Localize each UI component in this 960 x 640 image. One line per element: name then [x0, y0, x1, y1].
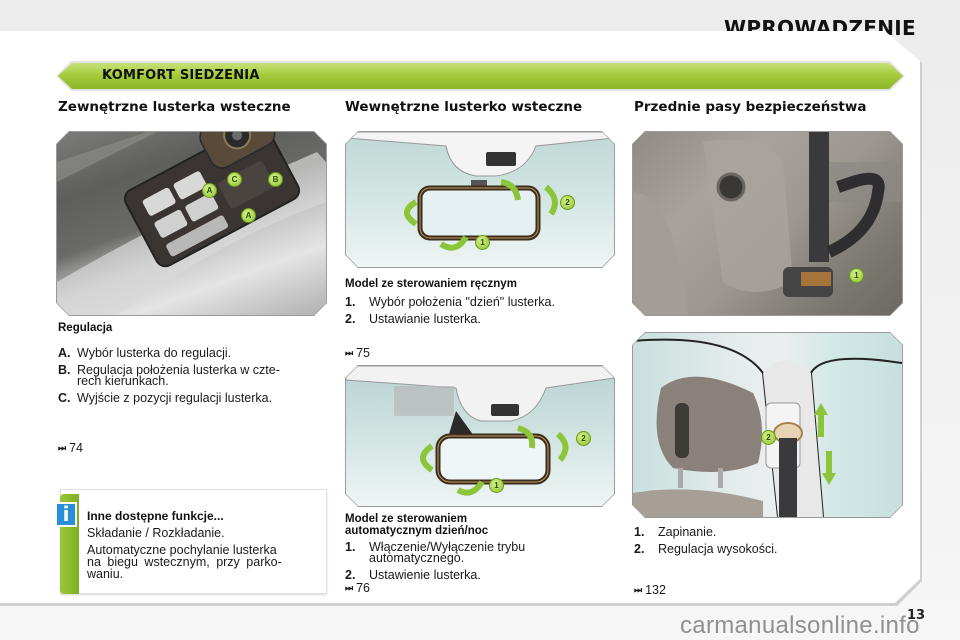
- page-reference-number: 74: [69, 441, 84, 455]
- list-item-2: 2. Ustawianie lusterka.: [345, 313, 615, 326]
- list-item-1: 1. Wybór położenia "dzień" lusterka.: [345, 296, 615, 309]
- page-reference-icon: ⏭: [345, 582, 353, 593]
- figure-seat-belt-buckle: 1: [633, 132, 902, 315]
- subheading-automatic-model-line-2: automatycznym dzień/noc: [345, 525, 489, 537]
- page-reference-number: 76: [356, 581, 371, 595]
- item-text-line-1: Regulacja położenia lusterka w czte-: [77, 363, 280, 377]
- item-marker: 2.: [345, 568, 356, 582]
- page-reference-75[interactable]: ⏭ 75: [345, 346, 370, 360]
- column-heading-exterior-mirrors: Zewnętrzne lusterka wsteczne: [58, 99, 291, 115]
- seat-belt-buckle-illustration: [633, 132, 902, 315]
- page-reference-76[interactable]: ⏭ 76: [345, 581, 370, 595]
- figure-door-mirror-controls: A C B A: [57, 132, 326, 315]
- info-box-paragraph-2-line-1: Automatyczne pochylanie lusterka: [87, 543, 277, 557]
- item-marker: 2.: [634, 542, 645, 556]
- item-text: Ustawianie lusterka.: [369, 312, 481, 326]
- callout-2: 2: [761, 430, 776, 445]
- mirror-automatic-illustration: [346, 366, 614, 506]
- callout-1: 1: [475, 235, 490, 250]
- page-reference-number: 75: [356, 346, 371, 360]
- callout-a-lower: A: [241, 208, 256, 223]
- callout-1: 1: [489, 478, 504, 493]
- item-text-line-1: Włączenie/Wyłączenie trybu: [369, 540, 526, 554]
- callout-2: 2: [560, 195, 575, 210]
- callout-c: C: [227, 172, 242, 187]
- list-item-b: B. Regulacja położenia lusterka w czte- …: [58, 364, 328, 390]
- item-marker: 1.: [634, 525, 645, 539]
- item-text-line-2: automatycznego.: [369, 551, 465, 565]
- item-marker: C.: [58, 391, 71, 405]
- callout-b: B: [268, 172, 283, 187]
- page-reference-number: 132: [645, 583, 666, 597]
- callout-1: 1: [849, 268, 864, 283]
- info-box-paragraph-2-line-3: waniu.: [87, 567, 124, 581]
- item-text-line-2: rech kierunkach.: [77, 374, 169, 388]
- list-item-c: C. Wyjście z pozycji regulacji lusterka.: [58, 392, 328, 405]
- list-item-2: 2. Ustawienie lusterka.: [345, 569, 615, 582]
- info-box-paragraph-1: Składanie / Rozkładanie.: [87, 526, 225, 540]
- subheading-manual-model: Model ze sterowaniem ręcznym: [345, 278, 517, 290]
- item-text: Wyjście z pozycji regulacji lusterka.: [77, 391, 273, 405]
- item-text: Zapinanie.: [658, 525, 717, 539]
- item-text: Wybór położenia "dzień" lusterka.: [369, 295, 555, 309]
- seat-belt-height-illustration: [633, 333, 902, 517]
- list-item-a: A. Wybór lusterka do regulacji.: [58, 347, 328, 360]
- page-reference-132[interactable]: ⏭ 132: [634, 583, 666, 597]
- page-number: 13: [907, 608, 926, 623]
- column-heading-interior-mirror: Wewnętrzne lusterko wsteczne: [345, 99, 583, 115]
- list-item-1: 1. Włączenie/Wyłączenie trybu automatycz…: [345, 541, 615, 565]
- figure-interior-mirror-automatic: 1 2: [346, 366, 614, 506]
- info-box-paragraph-2-line-2: na biegu wstecznym, przy parko-: [87, 555, 282, 569]
- page-reference-icon: ⏭: [58, 442, 66, 453]
- info-box-title: Inne dostępne funkcje...: [87, 509, 224, 523]
- callout-2: 2: [576, 431, 591, 446]
- item-text: Regulacja wysokości.: [658, 542, 778, 556]
- figure-interior-mirror-manual: 1 2: [346, 132, 614, 267]
- info-box: [60, 489, 327, 594]
- callout-a-upper: A: [202, 183, 217, 198]
- list-item-2: 2. Regulacja wysokości.: [634, 543, 904, 556]
- column-heading-front-seat-belts: Przednie pasy bezpieczeństwa: [634, 99, 867, 115]
- item-marker: 2.: [345, 312, 356, 326]
- item-marker: 1.: [345, 540, 356, 554]
- page-reference-icon: ⏭: [345, 347, 353, 358]
- page-reference-icon: ⏭: [634, 584, 642, 595]
- watermark: carmanualsonline.info: [680, 612, 920, 639]
- section-banner-label: KOMFORT SIEDZENIA: [102, 68, 260, 83]
- item-marker: 1.: [345, 295, 356, 309]
- item-text: Wybór lusterka do regulacji.: [77, 346, 232, 360]
- subheading-automatic-model-line-1: Model ze sterowaniem: [345, 513, 468, 525]
- item-marker: A.: [58, 346, 71, 360]
- figure-seat-belt-height-adjuster: 2: [633, 333, 902, 517]
- subheading-regulacja: Regulacja: [58, 322, 113, 334]
- page-reference-74[interactable]: ⏭ 74: [58, 441, 83, 455]
- list-item-1: 1. Zapinanie.: [634, 526, 904, 539]
- mirror-manual-illustration: [346, 132, 614, 267]
- item-text: Ustawienie lusterka.: [369, 568, 481, 582]
- door-panel-illustration: [57, 132, 326, 315]
- section-banner: [58, 63, 903, 89]
- item-marker: B.: [58, 363, 71, 377]
- info-icon: i: [55, 502, 77, 527]
